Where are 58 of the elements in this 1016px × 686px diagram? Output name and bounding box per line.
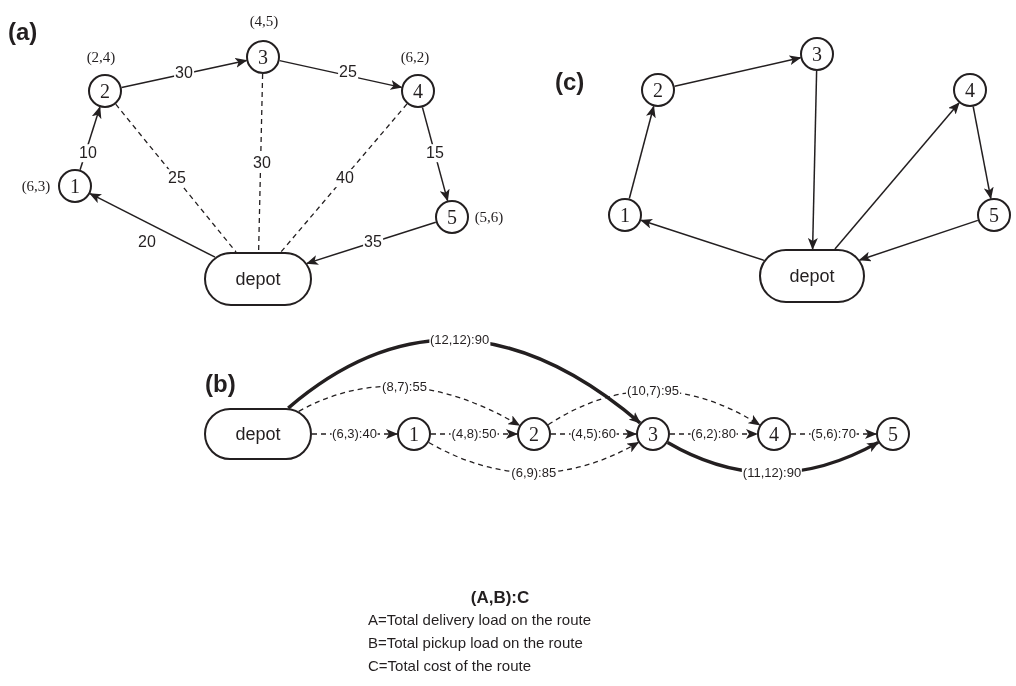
- arrow: [972, 105, 994, 200]
- edge-label: 15: [425, 144, 445, 162]
- customer-node: 5: [435, 200, 469, 234]
- panel-label: (c): [555, 68, 585, 96]
- edge-label: 25: [338, 63, 358, 81]
- edge-label: 10: [78, 144, 98, 162]
- legend-text: A=Total delivery load on the route: [368, 611, 592, 628]
- legend-heading: (A,B):C: [470, 588, 530, 608]
- customer-node: 1: [397, 417, 431, 451]
- depot-node: depot: [759, 249, 865, 303]
- coordinate-label: (6,3): [21, 177, 51, 195]
- edge-label: 25: [167, 169, 187, 187]
- customer-node: 5: [977, 198, 1011, 232]
- customer-node: 4: [401, 74, 435, 108]
- edge-label: (5,6):70: [810, 426, 857, 442]
- arrow: [79, 106, 102, 171]
- customer-node: 3: [800, 37, 834, 71]
- depot-node: depot: [204, 408, 312, 460]
- coordinate-label: (2,4): [86, 48, 116, 66]
- panel-label: (b): [205, 370, 236, 398]
- edge-label: (8,7):55: [381, 379, 428, 394]
- edge-label: (4,8):50: [450, 426, 498, 442]
- arrow: [807, 70, 818, 250]
- arrow: [89, 192, 216, 258]
- arrow: [640, 218, 765, 262]
- edge-label: 40: [335, 169, 355, 187]
- arrow: [673, 55, 802, 87]
- edge-label: 30: [252, 154, 272, 172]
- customer-node: 2: [88, 74, 122, 108]
- arrow: [421, 106, 450, 202]
- coordinate-label: (6,2): [400, 48, 430, 66]
- legend-text: C=Total cost of the route: [368, 657, 531, 674]
- customer-node: 4: [757, 417, 791, 451]
- edge-label: (10,7):95: [625, 383, 680, 399]
- customer-node: 4: [953, 73, 987, 107]
- arrow: [120, 58, 248, 89]
- customer-node: 2: [517, 417, 551, 451]
- edge-label: (12,12):90: [428, 333, 491, 348]
- arrow: [858, 219, 979, 262]
- customer-node: 5: [876, 417, 910, 451]
- customer-node: 1: [58, 169, 92, 203]
- edge-label: (6,9):85: [510, 465, 558, 480]
- coordinate-label: (5,6): [474, 208, 504, 226]
- panel-label: (a): [8, 18, 38, 46]
- customer-node: 3: [246, 40, 280, 74]
- edge-label: (6,2):80: [690, 426, 737, 442]
- arrow: [834, 102, 960, 250]
- customer-node: 1: [608, 198, 642, 232]
- customer-node: 2: [641, 73, 675, 107]
- edge-label: (6,3):40: [331, 426, 378, 442]
- legend-text: B=Total pickup load on the route: [368, 634, 583, 651]
- edge-label: (4,5):60: [570, 426, 617, 442]
- coordinate-label: (4,5): [249, 12, 279, 30]
- edge-label: (11,12):90: [741, 465, 803, 480]
- depot-node: depot: [204, 252, 312, 306]
- arrow: [278, 59, 403, 90]
- customer-node: 3: [636, 417, 670, 451]
- arrow: [628, 105, 656, 200]
